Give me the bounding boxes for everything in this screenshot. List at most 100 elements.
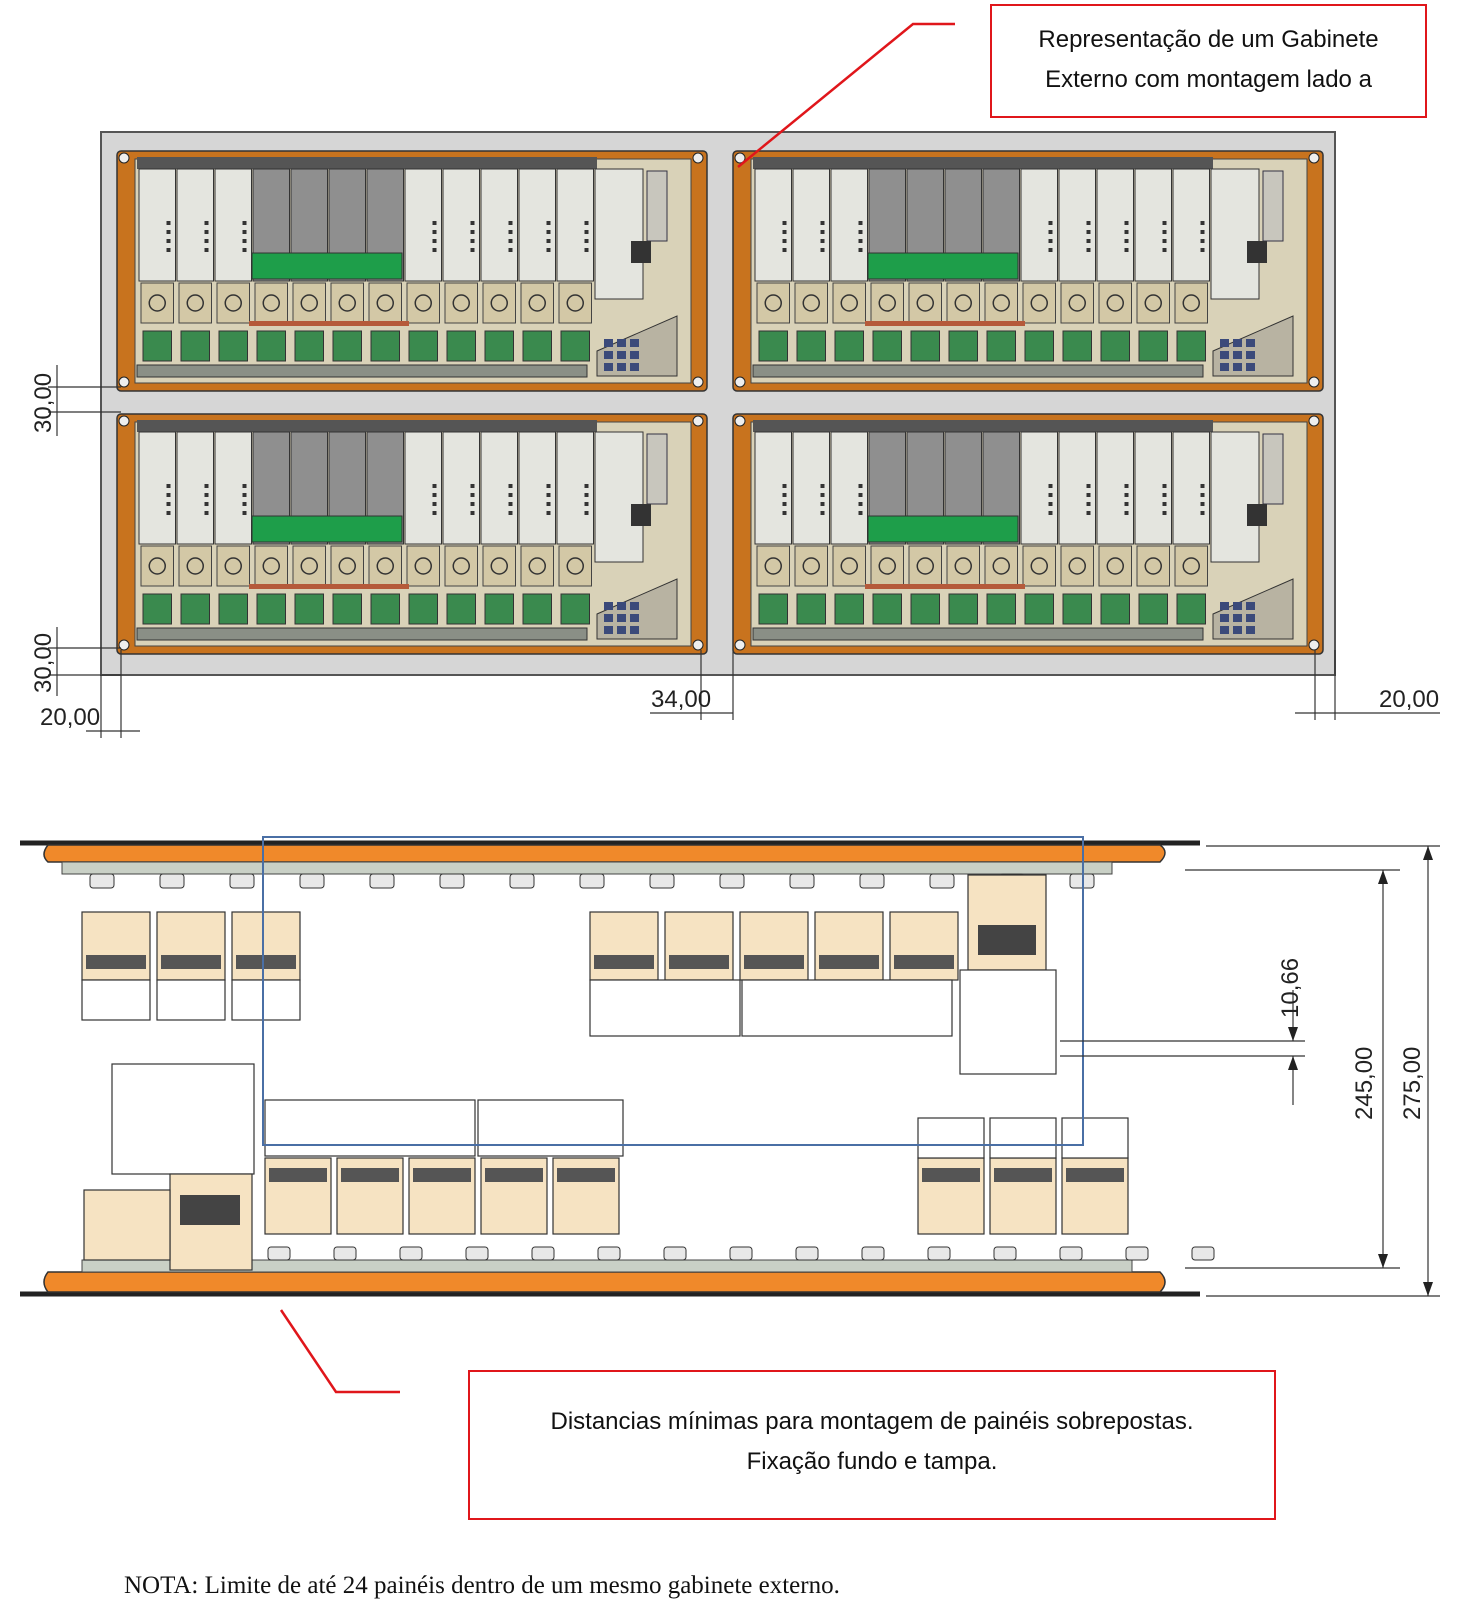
power-pin — [1246, 363, 1255, 371]
led — [508, 239, 513, 243]
side-module — [589, 911, 659, 981]
terminal-screw — [300, 557, 318, 575]
dim-left-margin: 20,00 — [40, 704, 100, 731]
led — [1162, 230, 1167, 234]
led — [242, 484, 247, 488]
callout-bottom-line1: Distancias mínimas para montagem de pain… — [550, 1408, 1194, 1435]
mounting-screw — [118, 376, 130, 388]
terminal-block — [1174, 545, 1208, 587]
connector — [408, 593, 438, 625]
side-clip — [795, 1246, 819, 1261]
side-clip — [861, 1246, 885, 1261]
led — [584, 484, 589, 488]
connector — [1024, 330, 1054, 362]
led — [546, 221, 551, 225]
terminal-block — [1136, 282, 1170, 324]
led — [546, 248, 551, 252]
terminal-screw — [840, 294, 858, 312]
side-cpu — [967, 874, 1047, 971]
connector — [256, 593, 286, 625]
cable-duct — [1262, 433, 1284, 505]
led — [858, 502, 863, 506]
terminal-screw — [878, 294, 896, 312]
jumper — [249, 321, 409, 326]
power-pin — [1220, 339, 1229, 347]
terminal-screw — [992, 294, 1010, 312]
power-pin — [617, 626, 626, 634]
power-pin — [630, 363, 639, 371]
led — [584, 221, 589, 225]
terminal-screw — [566, 557, 584, 575]
callout-top-line2: Externo com montagem lado a — [1045, 66, 1372, 93]
terminal-screw — [414, 294, 432, 312]
side-module — [814, 911, 884, 981]
terminal-screw — [1144, 557, 1162, 575]
side-cpu-body — [111, 1063, 255, 1175]
terminal-block — [368, 545, 402, 587]
side-connector — [86, 955, 146, 969]
connector — [218, 593, 248, 625]
led — [584, 502, 589, 506]
mounting-screw — [1308, 152, 1320, 164]
terminal-block — [558, 282, 592, 324]
led — [166, 493, 171, 497]
cpu-module — [594, 168, 644, 300]
side-plug — [741, 979, 953, 1037]
dim-panel-depth: 245,00 — [1351, 1047, 1378, 1120]
led — [204, 230, 209, 234]
side-plug — [989, 1117, 1057, 1159]
terminal-screw — [566, 294, 584, 312]
front-dimensions — [48, 365, 1440, 738]
side-clip — [439, 873, 465, 889]
led — [166, 239, 171, 243]
connector — [332, 593, 362, 625]
side-plug — [589, 979, 741, 1037]
terminal-block — [1136, 545, 1170, 587]
terminal-block — [254, 282, 288, 324]
led — [470, 230, 475, 234]
terminal-block — [292, 282, 326, 324]
led — [166, 221, 171, 225]
selection-box — [262, 836, 1084, 1146]
power-pin — [604, 602, 613, 610]
led — [858, 493, 863, 497]
connector — [758, 330, 788, 362]
led — [1048, 502, 1053, 506]
connector — [910, 593, 940, 625]
side-clip — [89, 873, 115, 889]
terminal-block — [368, 282, 402, 324]
terminal-block — [794, 282, 828, 324]
terminal-screw — [1182, 557, 1200, 575]
terminal-screw — [878, 557, 896, 575]
dim-gap-top: 30,00 — [30, 373, 57, 433]
led — [1048, 221, 1053, 225]
terminal-screw — [916, 557, 934, 575]
power-pin — [1220, 363, 1229, 371]
callout-top-line1: Representação de um Gabinete — [1038, 26, 1379, 53]
power-pin — [617, 614, 626, 622]
terminal-block — [1098, 545, 1132, 587]
side-module — [81, 911, 151, 981]
terminal-block — [178, 545, 212, 587]
side-cpu-port — [180, 1195, 240, 1225]
side-module — [156, 911, 226, 981]
led — [1200, 502, 1205, 506]
side-clip — [927, 1246, 951, 1261]
led — [820, 239, 825, 243]
stacked-mounting-callout: Distancias mínimas para montagem de pain… — [468, 1370, 1276, 1520]
led — [432, 221, 437, 225]
power-pin — [1233, 351, 1242, 359]
terminal-screw — [490, 557, 508, 575]
led — [1086, 484, 1091, 488]
led — [432, 484, 437, 488]
side-arrowheads — [1288, 846, 1433, 1296]
side-clip — [267, 1246, 291, 1261]
side-clip — [1191, 1246, 1215, 1261]
terminal-block — [330, 545, 364, 587]
mounting-screw — [734, 152, 746, 164]
side-connector — [744, 955, 804, 969]
side-view — [20, 836, 1215, 1297]
cable-duct — [1262, 170, 1284, 242]
side-clip — [333, 1246, 357, 1261]
side-connector — [557, 1168, 615, 1182]
